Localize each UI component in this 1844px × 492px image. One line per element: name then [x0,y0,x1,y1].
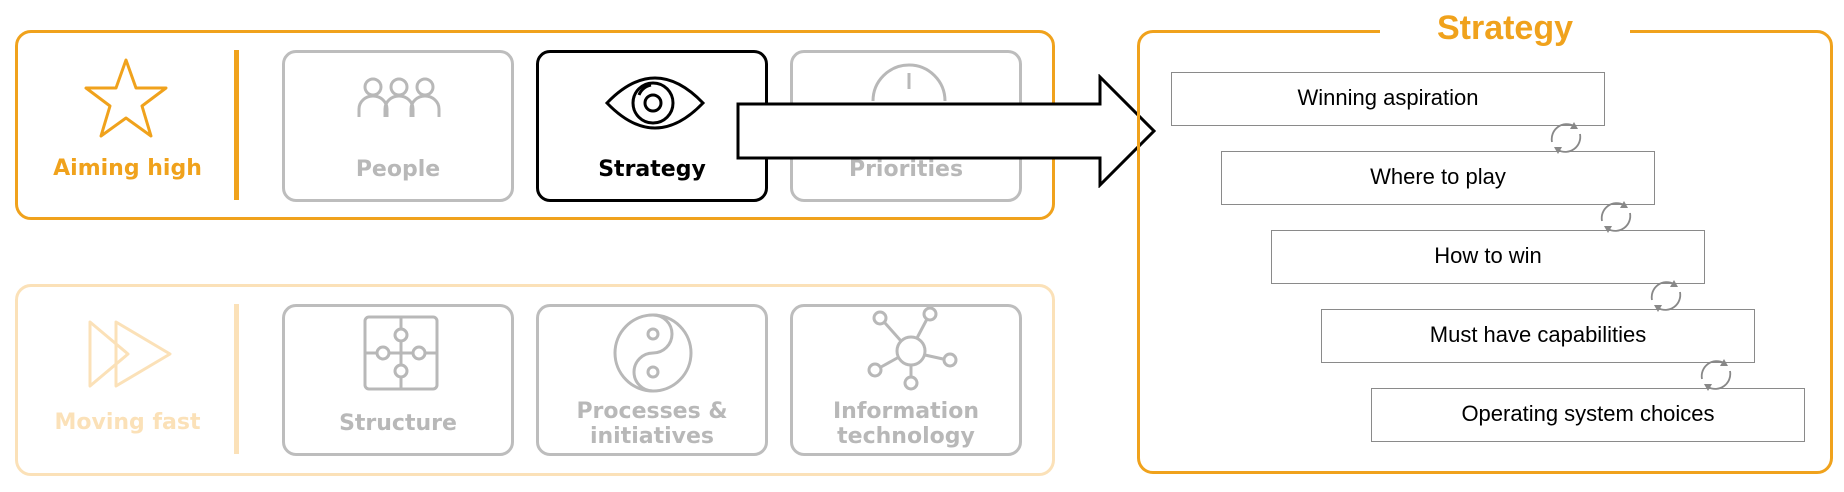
cycle-icon [1600,201,1632,233]
information-technology-card[interactable]: Information technology [790,304,1022,456]
puzzle-icon [363,315,439,391]
step-where-to-play: Where to play [1221,151,1655,205]
moving-fast-group [15,284,1055,476]
moving-fast-label: Moving fast [54,410,201,435]
fast-forward-icon [88,320,172,388]
aiming-high-label: Aiming high [53,156,202,181]
strategy-panel-title: Strategy [1380,6,1630,50]
cycle-icon [1700,359,1732,391]
strategy-card[interactable]: Strategy [536,50,768,202]
people-card[interactable]: People [282,50,514,202]
arrow-right-icon [736,74,1156,188]
star-icon [84,58,168,138]
information-technology-card-label: Information technology [833,399,979,449]
eye-icon [604,76,706,130]
priorities-card-label: Priorities [848,157,964,182]
moving-fast-divider [234,304,239,454]
strategy-card-label: Strategy [598,157,706,182]
people-icon [357,77,441,117]
processes-card[interactable]: Processes & initiatives [536,304,768,456]
step-how-to-win: How to win [1271,230,1705,284]
structure-card-label: Structure [339,411,457,436]
step-winning-aspiration: Winning aspiration [1171,72,1605,126]
step-operating-system-choices: Operating system choices [1371,388,1805,442]
cycle-icon [1550,122,1582,154]
gauge-icon [871,63,947,102]
network-icon [867,307,958,391]
step-must-have-capabilities: Must have capabilities [1321,309,1755,363]
aiming-high-divider [234,50,239,200]
structure-card[interactable]: Structure [282,304,514,456]
yin-yang-icon [613,313,693,393]
processes-card-label: Processes & initiatives [576,399,728,449]
cycle-icon [1650,280,1682,312]
people-card-label: People [355,157,441,182]
